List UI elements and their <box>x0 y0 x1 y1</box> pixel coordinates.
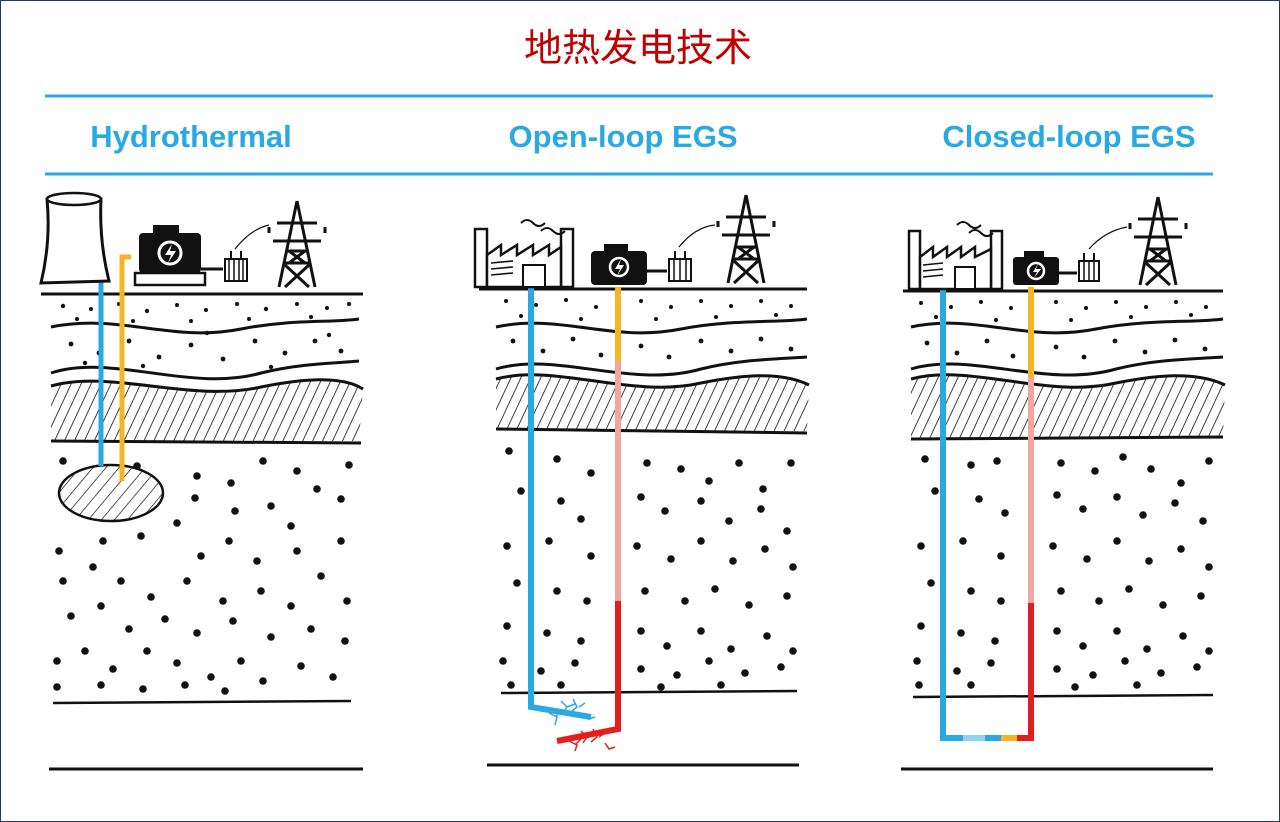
transformer-icon <box>1078 226 1128 282</box>
column-title-open-loop: Open-loop EGS <box>508 119 737 154</box>
reservoir <box>57 463 165 523</box>
generator-icon <box>133 225 223 287</box>
panel-closed-loop <box>901 196 1226 771</box>
cooling-tower-icon <box>39 191 111 285</box>
generator-icon <box>591 244 667 285</box>
transformer-icon <box>224 224 270 282</box>
production-pipe <box>119 254 131 481</box>
transformer-icon <box>668 224 716 282</box>
transmission-tower-icon <box>716 194 776 285</box>
panel-open-loop <box>473 194 810 767</box>
column-title-hydrothermal: Hydrothermal <box>90 119 292 154</box>
power-plant-icon <box>473 219 575 289</box>
fracture-icon <box>548 698 616 752</box>
column-title-closed-loop: Closed-loop EGS <box>942 119 1195 154</box>
power-plant-icon <box>907 221 1004 291</box>
injection-well <box>528 275 592 720</box>
production-well <box>556 601 621 744</box>
page-title: 地热发电技术 <box>524 26 752 70</box>
transmission-tower-icon <box>1128 196 1188 287</box>
transmission-tower-icon <box>267 200 327 289</box>
panel-hydrothermal <box>39 191 364 771</box>
generator-icon <box>1013 251 1077 285</box>
